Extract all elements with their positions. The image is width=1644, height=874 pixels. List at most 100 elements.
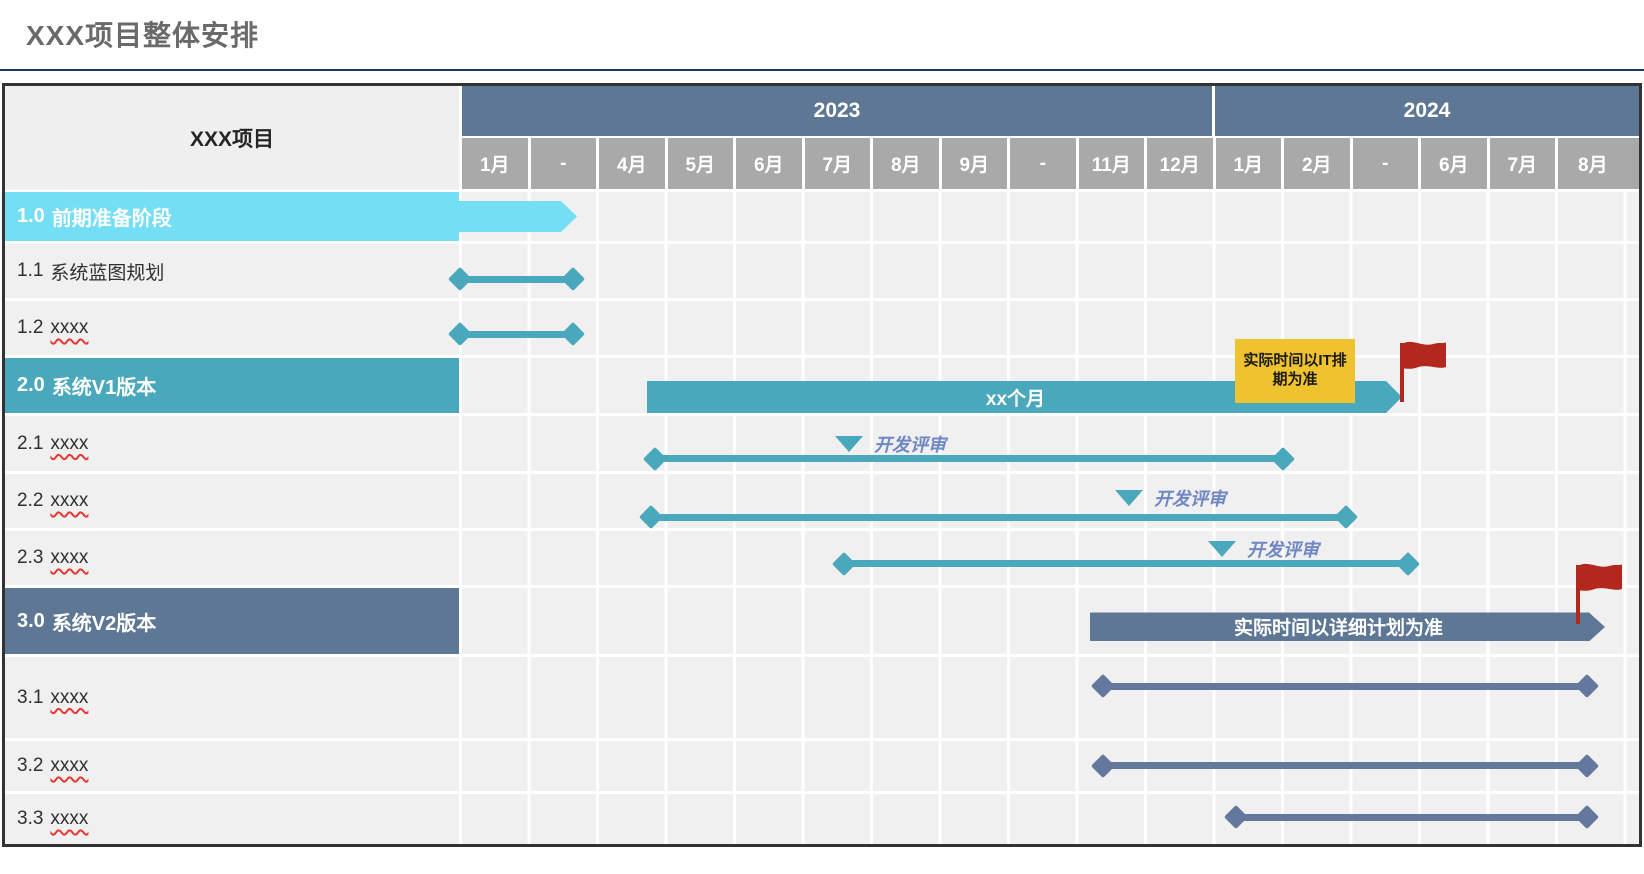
task-name: 系统V1版本 <box>51 377 157 399</box>
task-bar-diamond-ends <box>651 513 1346 521</box>
task-name: 系统蓝图规划 <box>50 262 165 284</box>
timeline-area: 开发评审 <box>462 474 1639 528</box>
month-cell: 9月 <box>941 138 1010 189</box>
timeline-area <box>462 192 1639 241</box>
task-bar-diamond-ends <box>460 330 573 338</box>
milestone-annotation: 开发评审 <box>835 431 946 457</box>
timeline-area: 实际时间以详细计划为准 <box>462 563 1639 654</box>
task-bar-diamond-ends <box>844 560 1408 568</box>
task-name: xxxx <box>50 432 89 454</box>
task-bar-diamond-ends <box>655 455 1283 463</box>
task-number: 2.1 <box>17 432 44 454</box>
task-name: 前期准备阶段 <box>51 208 172 230</box>
month-cell: 7月 <box>804 138 873 189</box>
gantt-task-row: 3.3 xxxx <box>5 794 1639 844</box>
title-divider <box>0 69 1644 71</box>
month-cell: 12月 <box>1147 138 1216 189</box>
task-bar-diamond-ends <box>1103 682 1587 690</box>
month-cell: 7月 <box>1489 138 1558 189</box>
timeline-area: 开发评审 <box>462 531 1639 585</box>
task-number: 2.2 <box>17 490 44 511</box>
month-cell: 6月 <box>736 138 805 189</box>
red-flag-icon <box>1576 562 1624 629</box>
triangle-down-icon <box>1208 540 1236 557</box>
task-label: 1.2 xxxx <box>5 301 462 355</box>
task-number: 3.0 <box>17 609 45 632</box>
task-name: xxxx <box>50 547 89 568</box>
month-cell: 11月 <box>1078 138 1147 189</box>
task-bar-diamond-ends <box>460 275 573 283</box>
gantt-task-row: 2.3 xxxx 开发评审 <box>5 531 1639 588</box>
gantt-section-row: 1.0 前期准备阶段 <box>5 192 1639 244</box>
year-cell-2023: 2023 <box>462 86 1215 136</box>
task-name: xxxx <box>50 755 89 776</box>
phase-arrow-bar: 实际时间以详细计划为准 <box>1090 612 1605 641</box>
milestone-label: 开发评审 <box>1247 539 1319 560</box>
gantt-task-row: 1.1 系统蓝图规划 <box>5 244 1639 301</box>
task-name: xxxx <box>50 490 89 511</box>
timeline-area <box>462 741 1639 791</box>
timeline-area <box>462 794 1639 844</box>
month-cell: - <box>1352 138 1421 189</box>
timeline-area <box>462 657 1639 738</box>
task-number: 3.3 <box>17 808 44 829</box>
red-flag-icon <box>1400 340 1448 407</box>
gantt-task-row: 1.2 xxxx <box>5 301 1639 358</box>
task-label: 3.3 xxxx <box>5 794 462 844</box>
timeline-area: 开发评审 <box>462 416 1639 471</box>
month-cell: 6月 <box>1421 138 1490 189</box>
gantt-task-row: 3.2 xxxx <box>5 741 1639 794</box>
month-cell: 2月 <box>1284 138 1353 189</box>
timeline-area <box>460 244 1639 298</box>
task-number: 1.1 <box>17 260 44 281</box>
project-corner-cell: XXX项目 <box>5 86 462 192</box>
month-cell: 1月 <box>462 138 531 189</box>
timeline-area: xx个月实际时间以IT排期为准 <box>462 339 1639 413</box>
milestone-label: 开发评审 <box>874 434 946 455</box>
page-title: XXX项目整体安排 <box>26 20 260 51</box>
month-cell: 5月 <box>667 138 736 189</box>
month-cell: 4月 <box>599 138 668 189</box>
triangle-down-icon <box>835 435 863 452</box>
month-cell: - <box>530 138 599 189</box>
task-name: 系统V2版本 <box>51 612 157 635</box>
task-label: 2.3 xxxx <box>5 531 462 585</box>
gantt-task-row: 2.1 xxxx 开发评审 <box>5 416 1639 474</box>
year-cell-2024: 2024 <box>1215 86 1639 136</box>
task-number: 1.0 <box>17 205 45 227</box>
month-cell: 8月 <box>873 138 942 189</box>
task-label: 2.1 xxxx <box>5 416 462 471</box>
task-bar-diamond-ends <box>1103 762 1587 769</box>
gantt-section-row: 2.0 系统V1版本 xx个月实际时间以IT排期为准 <box>5 339 1639 416</box>
phase-arrow-bar <box>456 201 577 232</box>
month-cell: 8月 <box>1558 138 1639 189</box>
month-cell: - <box>1010 138 1079 189</box>
task-name: xxxx <box>50 808 89 829</box>
callout-note: 实际时间以IT排期为准 <box>1235 339 1355 403</box>
year-header-row: 2023 2024 <box>5 86 1639 138</box>
task-label: 1.0 前期准备阶段 <box>5 192 462 241</box>
gantt-rows: 1.0 前期准备阶段 1.1 系统蓝图规划 1.2 xxxx 2.0 系统V1版本 xx个月实际… <box>5 192 1639 844</box>
task-number: 2.3 <box>17 547 44 568</box>
triangle-down-icon <box>1115 489 1143 506</box>
task-name: xxxx <box>50 317 89 338</box>
milestone-label: 开发评审 <box>1154 488 1226 509</box>
task-number: 3.2 <box>17 755 44 776</box>
task-label: 3.2 xxxx <box>5 741 462 791</box>
task-label: 3.0 系统V2版本 <box>5 588 462 654</box>
task-number: 1.2 <box>17 317 44 338</box>
task-bar-diamond-ends <box>1236 813 1587 821</box>
month-cell: 1月 <box>1215 138 1284 189</box>
task-number: 3.1 <box>17 686 44 708</box>
timeline-area <box>460 301 1639 355</box>
task-label: 2.2 xxxx <box>5 474 462 528</box>
task-label: 2.0 系统V1版本 <box>5 358 462 413</box>
gantt-section-row: 3.0 系统V2版本 实际时间以详细计划为准 <box>5 563 1639 657</box>
task-number: 2.0 <box>17 374 45 396</box>
